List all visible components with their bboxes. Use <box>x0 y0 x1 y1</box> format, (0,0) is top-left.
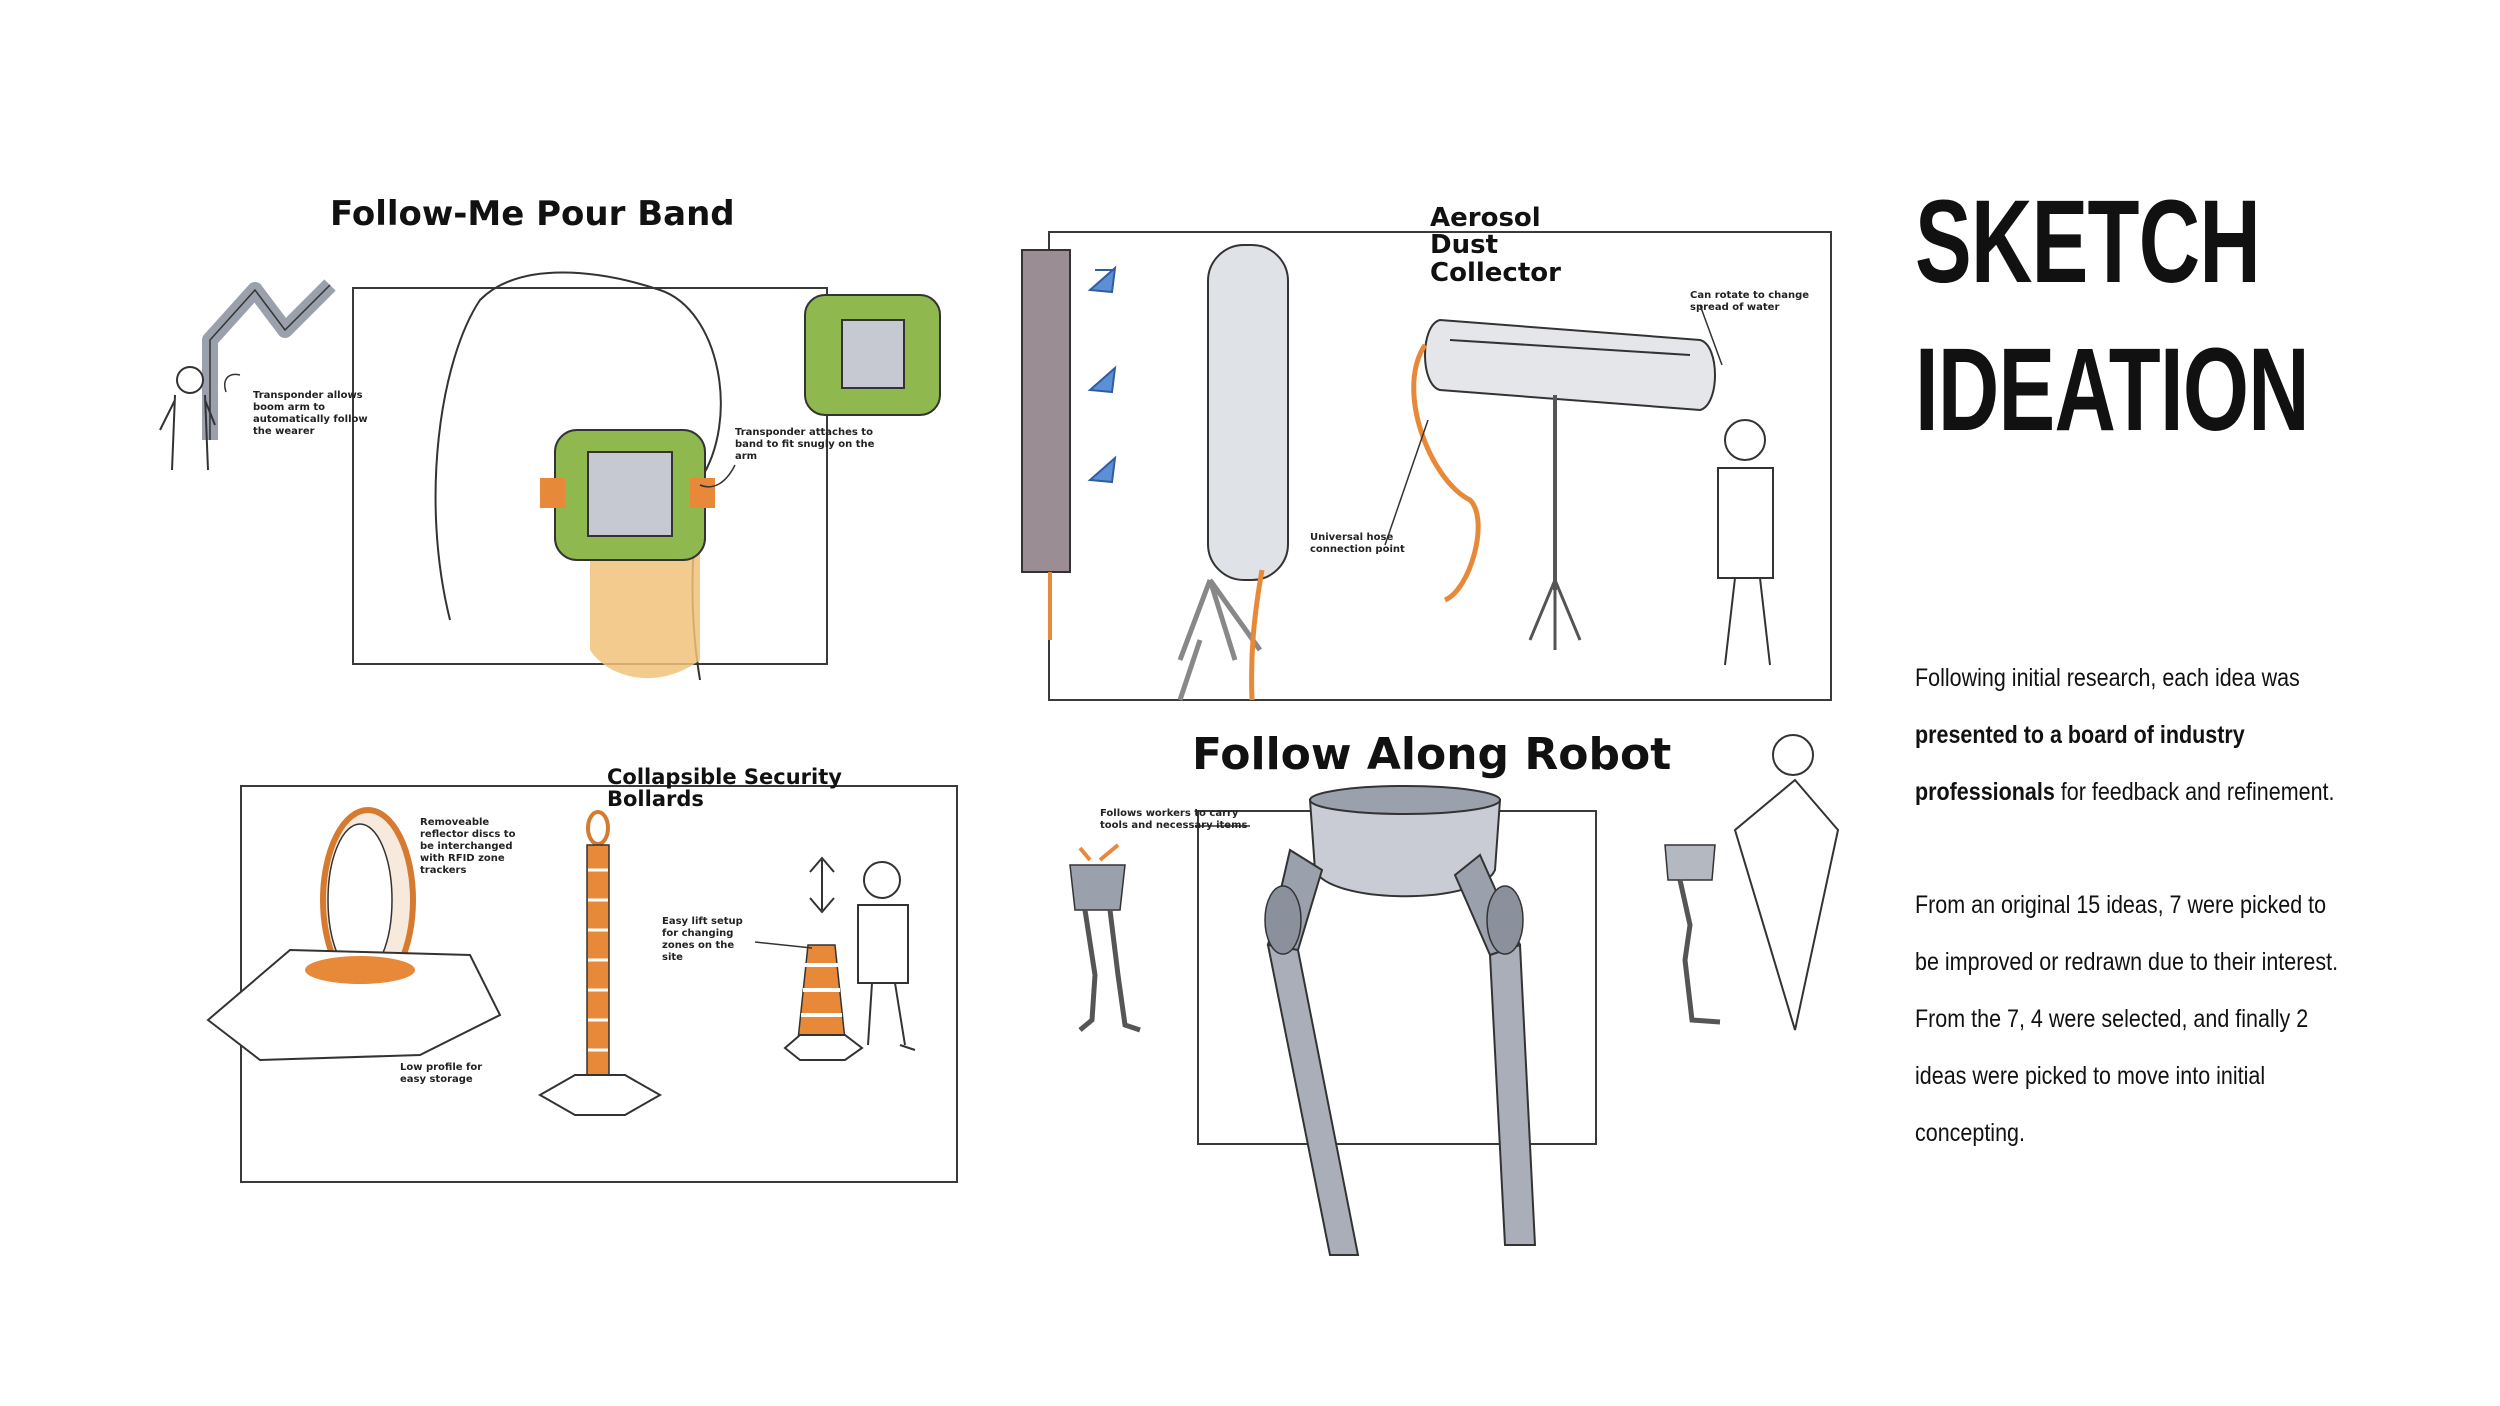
robot-note-follow: Follows workers to carry tools and neces… <box>1100 808 1248 831</box>
bollards-title: Collapsible Security Bollards <box>607 765 842 812</box>
description: Following initial research, each idea wa… <box>1915 650 2345 1218</box>
paragraph-1-emphasis: presented to a board of industry profess… <box>1915 721 2245 806</box>
description-paragraph-1: Following initial research, each idea wa… <box>1915 650 2345 821</box>
dust-collector-sketch <box>1021 244 1774 701</box>
page-heading: SKETCH IDEATION <box>1915 168 2310 464</box>
bollards-note-reflector: Removeable reflector discs to be interch… <box>420 817 516 876</box>
dust-collector-note-rotate: Can rotate to change spread of water <box>1690 290 1810 313</box>
description-paragraph-2: From an original 15 ideas, 7 were picked… <box>1915 891 2339 1147</box>
dust-collector-title: Aerosol Dust Collector <box>1430 203 1561 288</box>
pour-band-note-band: Transponder attaches to band to fit snug… <box>735 427 875 462</box>
paragraph-1-lead: Following initial research, each idea wa… <box>1915 664 2300 692</box>
dust-collector-note-hose: Universal hose connection point <box>1310 532 1405 555</box>
bollards-note-lift: Easy lift setup for changing zones on th… <box>662 916 743 963</box>
pour-band-sketch <box>159 271 941 681</box>
pour-band-frame <box>352 287 828 665</box>
paragraph-1-tail: for feedback and refinement. <box>2054 778 2335 806</box>
heading-line-1: SKETCH <box>1915 176 2261 308</box>
heading-line-2: IDEATION <box>1915 324 2310 456</box>
bollards-sketch <box>206 807 916 1116</box>
bollards-note-storage: Low profile for easy storage <box>400 1062 483 1085</box>
robot-title: Follow Along Robot <box>1192 729 1672 780</box>
bollards-frame <box>240 785 958 1183</box>
robot-sketch <box>1069 734 1840 1256</box>
pour-band-title: Follow-Me Pour Band <box>330 194 735 234</box>
pour-band-note-boom: Transponder allows boom arm to automatic… <box>253 390 368 437</box>
